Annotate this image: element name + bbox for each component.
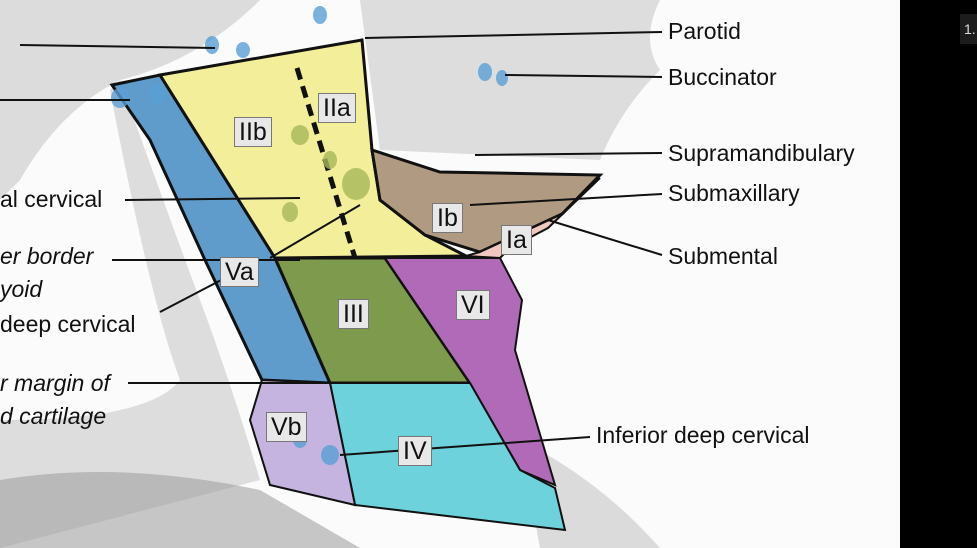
label-submental: Submental xyxy=(668,243,778,269)
leader-lines xyxy=(0,31,663,456)
zone-label-va: Va xyxy=(220,257,259,287)
label-posterior-border-line2: yoid xyxy=(0,276,43,302)
diagram-drawing xyxy=(0,0,663,548)
label-lower-margin-line2: d cartilage xyxy=(0,403,107,429)
zone-label-iia: IIa xyxy=(318,93,356,123)
label-buccinator: Buccinator xyxy=(668,64,777,90)
label-superficial-cervical: al cervical xyxy=(0,186,103,212)
label-supramandibulary: Supramandibulary xyxy=(668,140,855,166)
neck-lymph-node-levels-diagram: IIb IIa Ib Ia Va III VI Vb IV Parotid Bu… xyxy=(0,0,855,548)
label-superior-deep-cervical: deep cervical xyxy=(0,311,136,337)
neck-back-sketch xyxy=(0,80,260,548)
zone-label-vi: VI xyxy=(456,290,490,320)
shoulder-sketch xyxy=(0,472,360,548)
zone-label-vb: Vb xyxy=(266,412,307,442)
zone-label-iii: III xyxy=(338,299,369,329)
zone-label-iv: IV xyxy=(398,436,432,466)
label-lower-margin: r margin of xyxy=(0,370,110,396)
label-posterior-border: er border xyxy=(0,243,94,269)
label-parotid: Parotid xyxy=(668,18,741,44)
presentation-side-panel xyxy=(900,0,977,548)
face-sketch xyxy=(360,0,660,160)
lymph-nodes xyxy=(111,6,508,465)
label-submaxillary: Submaxillary xyxy=(668,180,800,206)
zone-label-ia: Ia xyxy=(501,225,532,255)
deep-cervical-nodes xyxy=(282,125,370,222)
zone-label-iib: IIb xyxy=(234,117,272,147)
head-sketch xyxy=(0,0,260,200)
label-inferior-deep-cervical: Inferior deep cervical xyxy=(596,422,810,448)
zone-label-ib: Ib xyxy=(432,203,463,233)
slide-number[interactable]: 1. xyxy=(960,14,977,44)
